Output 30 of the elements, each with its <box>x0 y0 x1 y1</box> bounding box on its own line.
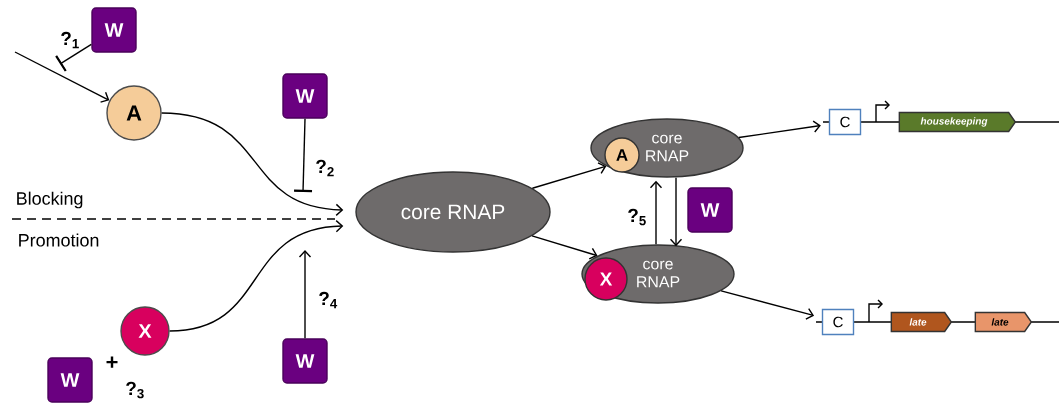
arrow <box>720 290 815 320</box>
inhibition-line <box>294 118 313 193</box>
arrow <box>531 235 598 260</box>
arrow <box>531 162 607 189</box>
edge-label: ?$_{1}$ <box>59 30 81 50</box>
region-label: Promotion <box>19 233 99 247</box>
protein-box: W <box>47 357 93 403</box>
arrow <box>298 250 312 339</box>
protein-box: W <box>282 338 328 384</box>
region-label: Blocking <box>17 191 83 209</box>
arrow <box>169 219 344 332</box>
gene-segment: late <box>890 311 953 333</box>
operator-box: C <box>828 108 862 136</box>
edge-label: ?$_{2}$ <box>314 158 336 178</box>
arrow <box>14 51 110 103</box>
arrow <box>738 120 821 139</box>
edge-label: ?$_{5}$ <box>626 207 648 227</box>
edge-label: ?$_{4}$ <box>317 290 339 310</box>
gene-segment: late <box>974 311 1033 333</box>
plus-sign: + <box>106 356 118 368</box>
protein-box: W <box>91 7 137 53</box>
arrow <box>161 112 344 217</box>
protein-box: W <box>687 187 733 233</box>
question-label: ?$_{3}$ <box>126 381 144 399</box>
arrow <box>649 180 663 245</box>
protein-box: W <box>282 73 328 119</box>
arrow <box>669 177 683 247</box>
operator-box: C <box>821 308 855 336</box>
inhibition-line <box>55 43 92 72</box>
gene-segment: housekeeping <box>898 111 1017 133</box>
